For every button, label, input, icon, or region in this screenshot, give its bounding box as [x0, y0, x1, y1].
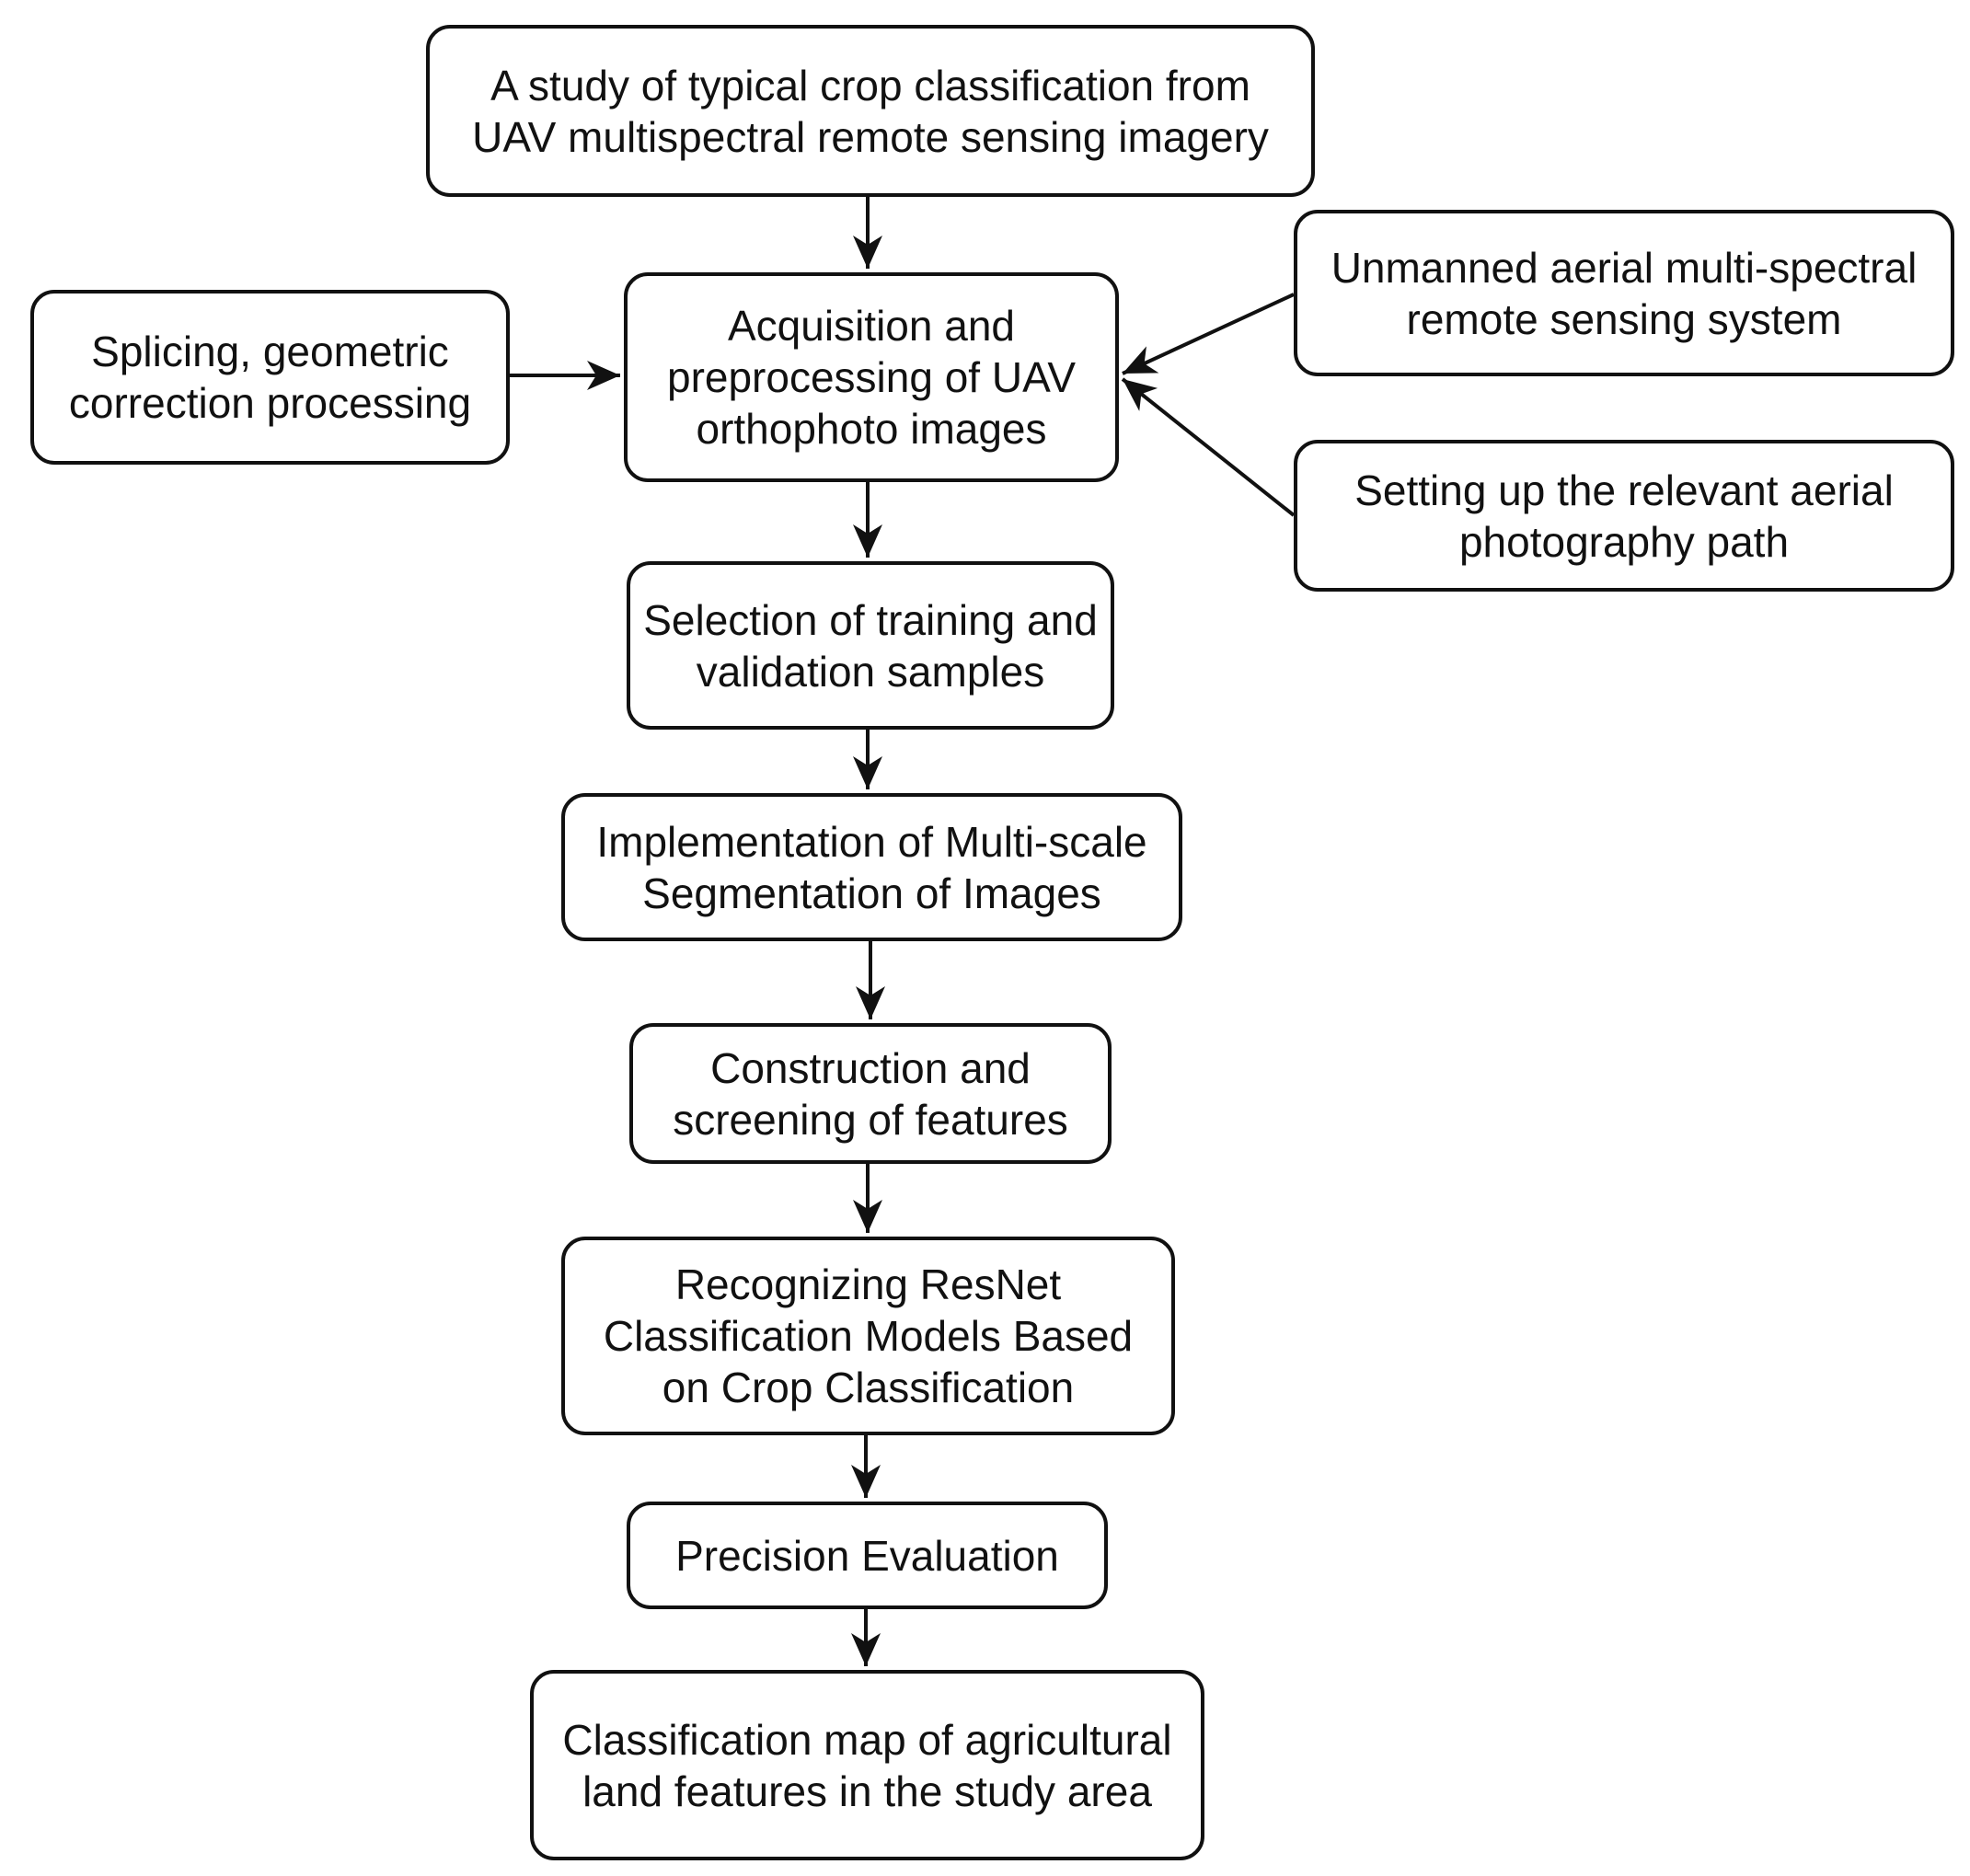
node-acquisition-preprocessing: Acquisition and preprocessing of UAV ort…: [624, 272, 1119, 482]
node-resnet-classification-label: Recognizing ResNet Classification Models…: [603, 1260, 1134, 1411]
node-splicing-correction-label: Splicing, geometric correction processin…: [68, 328, 472, 427]
node-uav-system-label: Unmanned aerial multi-spectral remote se…: [1331, 243, 1918, 343]
node-resnet-classification: Recognizing ResNet Classification Models…: [561, 1237, 1175, 1435]
node-flight-path-label: Setting up the relevant aerial photograp…: [1354, 466, 1894, 566]
node-precision-evaluation: Precision Evaluation: [627, 1502, 1108, 1609]
node-feature-construction: Construction and screening of features: [629, 1023, 1112, 1164]
node-precision-evaluation-label: Precision Evaluation: [675, 1531, 1059, 1580]
node-sample-selection-label: Selection of training and validation sam…: [643, 595, 1098, 696]
node-classification-map-label: Classification map of agricultural land …: [562, 1715, 1172, 1815]
node-study-title-label: A study of typical crop classification f…: [472, 61, 1269, 161]
node-acquisition-preprocessing-label: Acquisition and preprocessing of UAV ort…: [666, 302, 1077, 453]
node-flight-path: Setting up the relevant aerial photograp…: [1294, 440, 1954, 592]
node-uav-system: Unmanned aerial multi-spectral remote se…: [1294, 210, 1954, 376]
arrow-uav-system-to-acquisition: [1122, 293, 1295, 375]
node-feature-construction-label: Construction and screening of features: [673, 1043, 1068, 1144]
node-multiscale-segmentation-label: Implementation of Multi-scale Segmentati…: [596, 817, 1147, 917]
node-multiscale-segmentation: Implementation of Multi-scale Segmentati…: [561, 793, 1182, 941]
node-sample-selection: Selection of training and validation sam…: [627, 561, 1114, 730]
node-classification-map: Classification map of agricultural land …: [530, 1670, 1204, 1860]
node-study-title: A study of typical crop classification f…: [426, 25, 1315, 197]
arrow-flight-path-to-acquisition: [1121, 377, 1296, 517]
node-splicing-correction: Splicing, geometric correction processin…: [30, 290, 510, 465]
